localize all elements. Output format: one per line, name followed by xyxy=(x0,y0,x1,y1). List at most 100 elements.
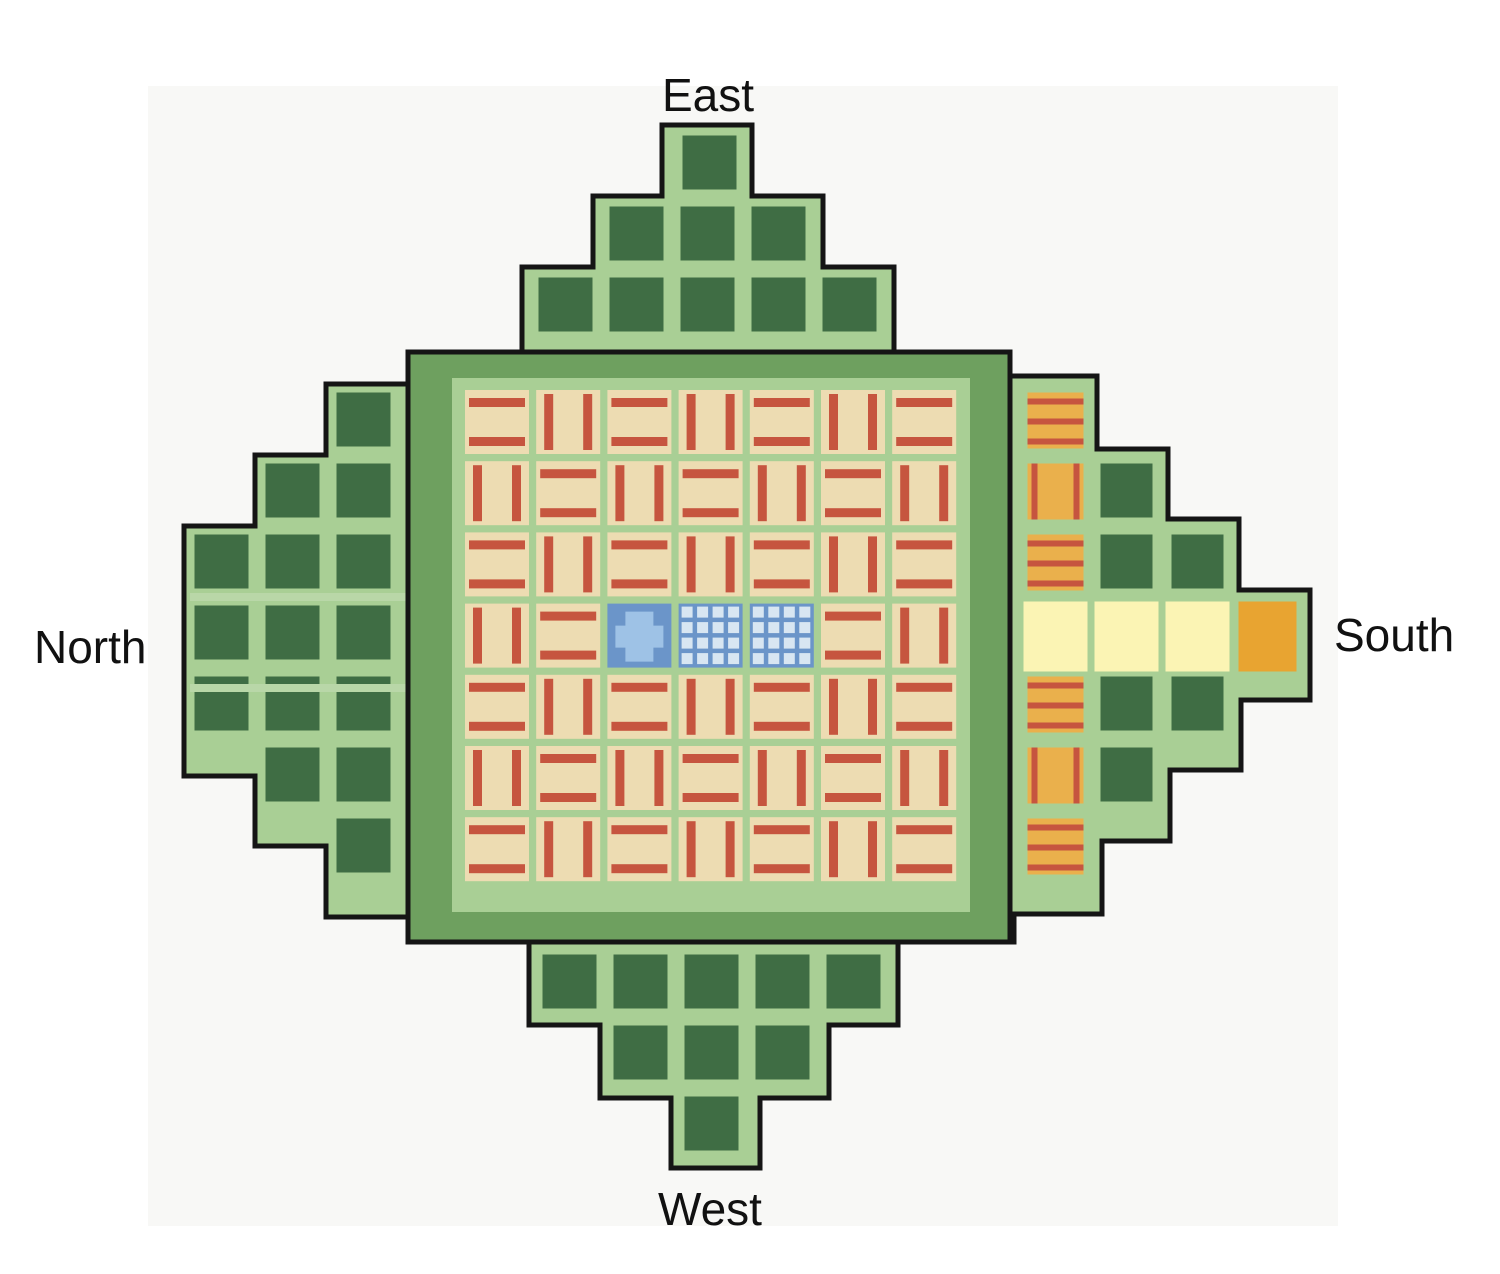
house-row xyxy=(900,465,910,522)
house-row xyxy=(896,825,953,835)
house-row xyxy=(896,398,953,407)
palace-room xyxy=(712,653,724,665)
house-row xyxy=(825,650,881,660)
palace-room xyxy=(728,653,740,665)
north-wing-block xyxy=(265,463,320,518)
house-row xyxy=(611,721,668,731)
brick-strip xyxy=(1027,864,1084,871)
house-row xyxy=(829,394,838,450)
house-row xyxy=(796,750,806,806)
market-block-orange xyxy=(1238,601,1297,672)
house-row xyxy=(682,754,739,763)
brick-strip xyxy=(1027,418,1084,425)
east-wing-block xyxy=(751,277,806,332)
palace-room xyxy=(697,606,709,618)
east-wing-block xyxy=(680,206,735,261)
palace-room xyxy=(728,606,740,618)
palace-room xyxy=(783,653,795,665)
house-row xyxy=(540,754,597,763)
south-wing-block xyxy=(1171,534,1224,589)
house-row xyxy=(825,793,881,802)
house-row xyxy=(540,650,597,660)
house-row xyxy=(544,536,554,593)
house-row xyxy=(544,394,554,450)
house-row xyxy=(469,864,525,874)
north-wing-block xyxy=(265,747,320,802)
house-row xyxy=(939,607,949,664)
palace-room xyxy=(681,606,693,618)
palace-room xyxy=(799,637,811,649)
palace-room xyxy=(681,653,693,665)
house-row xyxy=(512,750,521,806)
brick-strip xyxy=(1027,398,1084,405)
north-wing-block xyxy=(336,534,391,589)
palace-room xyxy=(799,653,811,665)
west-wing-block xyxy=(684,954,739,1009)
west-wing-block xyxy=(613,954,668,1009)
east-wing-block xyxy=(609,277,664,332)
palace-room xyxy=(783,637,795,649)
house-row xyxy=(896,579,953,589)
house-row xyxy=(896,437,953,446)
house-row xyxy=(686,678,696,735)
house-row xyxy=(753,864,810,874)
palace-room xyxy=(697,622,709,634)
house-row xyxy=(829,678,838,735)
house-row xyxy=(725,394,735,450)
house-row xyxy=(686,821,696,878)
brick-strip xyxy=(1027,580,1084,587)
house-row xyxy=(682,469,739,479)
brick-strip xyxy=(1027,702,1084,709)
house-row xyxy=(473,750,482,806)
house-row xyxy=(469,825,525,835)
house-row xyxy=(611,825,668,835)
house-row xyxy=(829,821,838,878)
brick-strip xyxy=(1073,463,1080,520)
south-wing-block xyxy=(1171,676,1224,731)
house-row xyxy=(868,678,877,735)
house-row xyxy=(900,607,910,664)
house-row xyxy=(583,536,593,593)
palace-room xyxy=(752,637,764,649)
palace-room xyxy=(752,653,764,665)
house-row xyxy=(686,536,696,593)
house-row xyxy=(753,540,810,550)
palace-room xyxy=(681,637,693,649)
palace-room xyxy=(752,606,764,618)
house-row xyxy=(896,540,953,550)
north-wing-block xyxy=(336,463,391,518)
house-row xyxy=(512,465,521,522)
west-wing-block xyxy=(684,1025,739,1080)
west-wing-block xyxy=(755,1025,810,1080)
palace-room xyxy=(728,637,740,649)
north-wing-block xyxy=(194,534,249,589)
label-east: East xyxy=(662,69,755,121)
house-row xyxy=(611,579,668,589)
house-row xyxy=(753,437,810,446)
house-row xyxy=(753,682,810,692)
palace-room xyxy=(752,622,764,634)
palace-room xyxy=(768,637,780,649)
west-wing-block xyxy=(613,1025,668,1080)
house-row xyxy=(611,864,668,874)
label-west: West xyxy=(658,1183,762,1235)
house-row xyxy=(753,721,810,731)
house-row xyxy=(939,750,949,806)
house-row xyxy=(615,465,625,522)
south-wing-block xyxy=(1100,463,1153,518)
north-wing-path xyxy=(190,684,410,692)
house-row xyxy=(896,721,953,731)
label-north: North xyxy=(34,621,147,673)
brick-strip xyxy=(1031,463,1038,520)
north-wing-block xyxy=(265,605,320,660)
house-row xyxy=(757,465,767,522)
house-row xyxy=(686,394,696,450)
house-row xyxy=(611,398,668,407)
east-wing-block xyxy=(682,135,737,190)
house-row xyxy=(473,607,482,664)
north-wing-block xyxy=(336,818,391,873)
house-row xyxy=(583,821,593,878)
palace-room xyxy=(799,606,811,618)
palace-room xyxy=(681,622,693,634)
